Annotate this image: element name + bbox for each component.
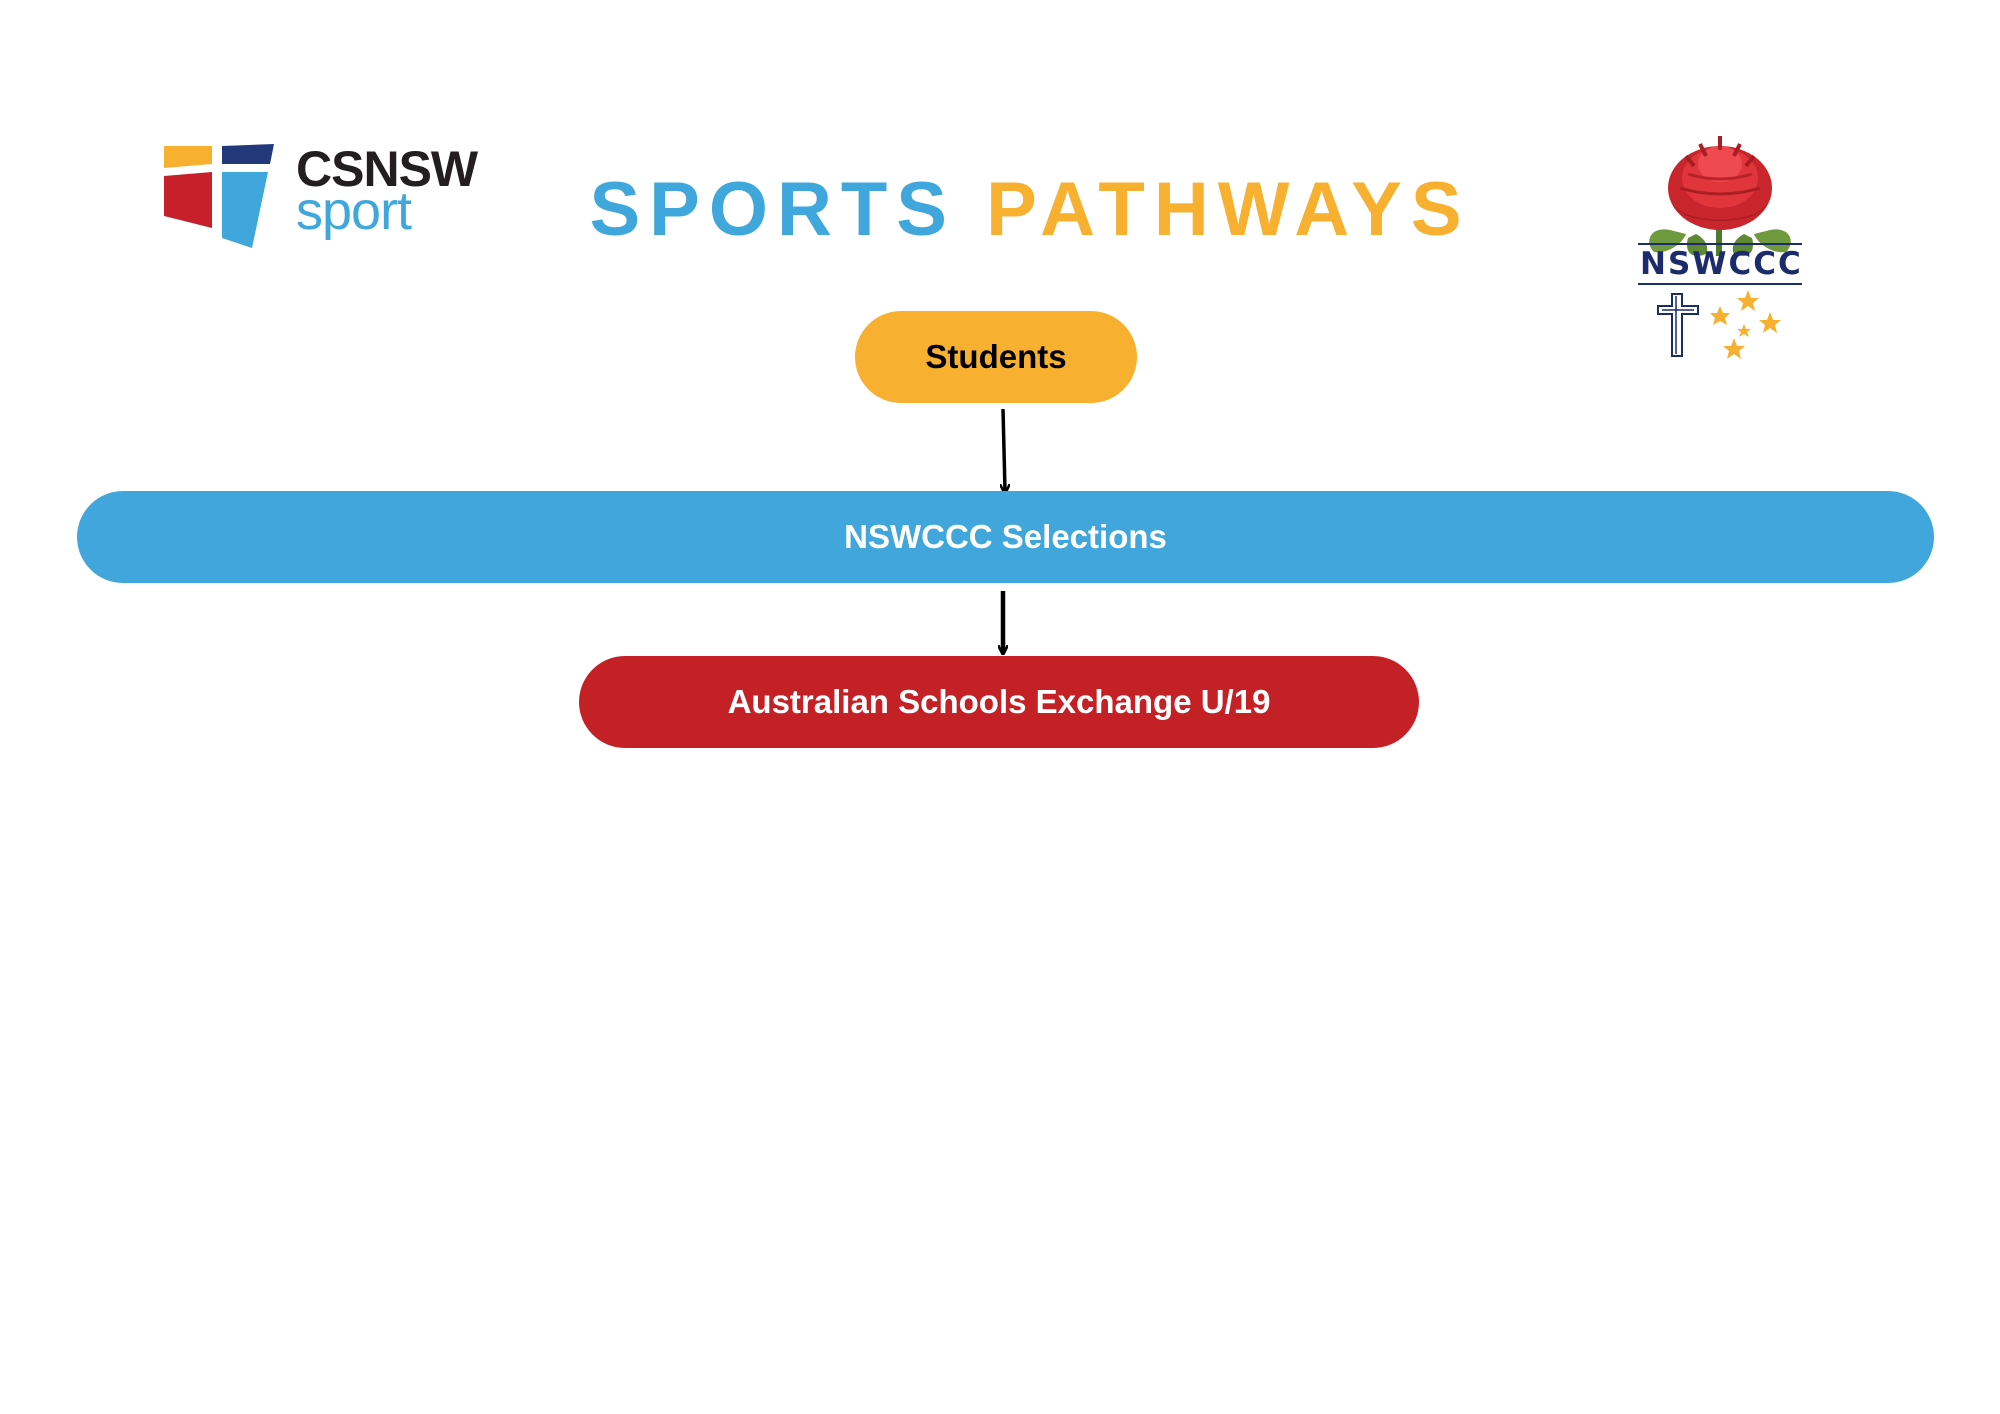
southern-cross-stars-icon	[1710, 290, 1781, 359]
page-title: SPORTS PATHWAYS	[0, 170, 2000, 250]
nswccc-selections-node: NSWCCC Selections	[77, 491, 1934, 583]
students-label: Students	[925, 338, 1067, 375]
sport-wordmark: sport	[296, 181, 412, 241]
title-word-sports: SPORTS	[589, 167, 956, 252]
csnsw-flag-mark-icon	[164, 144, 274, 248]
waratah-flower-icon	[1649, 136, 1791, 257]
nswccc-wordmark: NSWCCC	[1640, 246, 1803, 282]
australian-schools-exchange-node: Australian Schools Exchange U/19	[579, 656, 1419, 748]
csnsw-wordmark: CSNSW	[296, 141, 478, 197]
students-node: Students	[855, 311, 1137, 403]
nswccc-emblem	[1638, 136, 1802, 359]
title-word-pathways: PATHWAYS	[986, 167, 1471, 252]
cross-icon	[1657, 293, 1699, 357]
csnsw-sport-logo: CSNSW sport	[160, 138, 490, 250]
arrow-students-to-selections	[1003, 408, 1005, 491]
nswccc-selections-label: NSWCCC Selections	[844, 518, 1167, 555]
australian-schools-exchange-label: Australian Schools Exchange U/19	[727, 683, 1271, 720]
nswccc-logo: NSWCCC	[1630, 126, 1810, 366]
